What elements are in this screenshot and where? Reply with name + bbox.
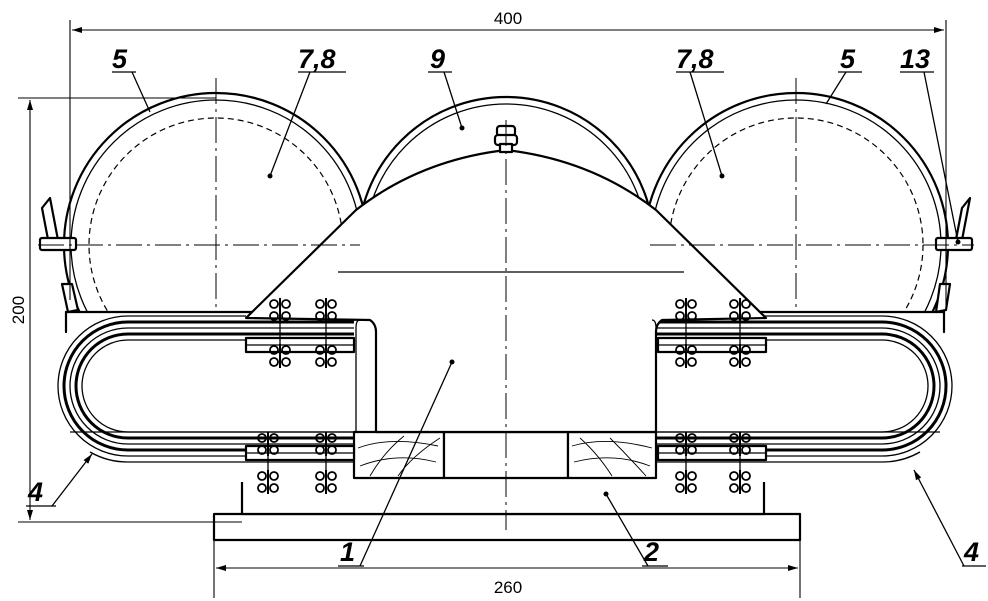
callout-1: 1: [338, 361, 453, 567]
callout-label-78-right: 7,8: [676, 44, 714, 74]
right-belt-loop: [656, 315, 953, 463]
callout-9: 9: [428, 44, 465, 131]
callout-label-1: 1: [340, 537, 355, 567]
callout-label-2: 2: [643, 537, 659, 567]
callout-78-right: 7,8: [676, 44, 725, 179]
dimension-label-base: 260: [494, 578, 522, 597]
upper-right-clamp: [656, 297, 768, 369]
dimension-overall-height: 200: [9, 97, 242, 523]
base-plate: [212, 472, 802, 542]
callout-label-9: 9: [430, 44, 445, 74]
dimension-label-height: 200: [9, 296, 28, 324]
callout-label-4-left: 4: [27, 477, 43, 507]
left-tension-bolt: [38, 196, 80, 314]
dimension-label-width: 400: [494, 9, 522, 28]
callout-78-left: 7,8: [267, 44, 346, 179]
callout-label-5-right: 5: [840, 44, 856, 74]
callout-2: 2: [605, 493, 668, 567]
callout-4-right: 4: [913, 469, 986, 567]
callout-4-left: 4: [26, 453, 93, 507]
callout-5-right: 5: [825, 44, 862, 105]
upper-left-clamp: [244, 297, 356, 369]
center-lines: [38, 78, 974, 530]
lower-left-clamp: [244, 431, 356, 495]
dimension-base-width: 260: [213, 540, 801, 598]
dimension-overall-width: 400: [69, 9, 947, 308]
right-wood-block: [566, 430, 658, 480]
callout-label-5-left: 5: [112, 44, 128, 74]
left-wood-block: [352, 430, 446, 480]
callout-label-13: 13: [900, 44, 930, 74]
left-belt-loop: [57, 315, 354, 463]
callout-13: 13: [900, 44, 961, 245]
callout-5-left: 5: [112, 44, 151, 113]
callout-label-78-left: 7,8: [298, 44, 336, 74]
lower-right-clamp: [656, 431, 768, 495]
callout-label-4-right: 4: [963, 537, 979, 567]
